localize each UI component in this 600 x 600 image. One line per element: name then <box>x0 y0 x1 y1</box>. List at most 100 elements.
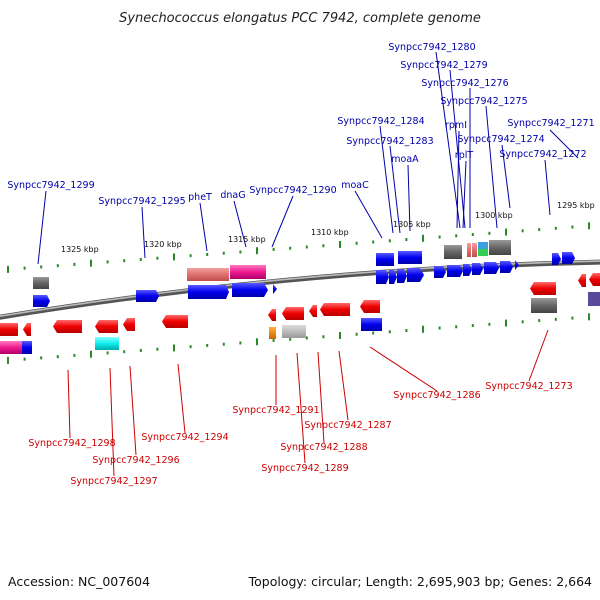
reverse-gene-arrow <box>268 309 276 321</box>
reverse-gene-arrow <box>53 320 82 333</box>
gene-block <box>376 253 394 266</box>
reverse-gene-arrow <box>320 303 350 316</box>
reverse-gene-arrow <box>360 300 380 313</box>
gene-block <box>478 249 488 256</box>
gene-label: Synpcc7942_1298 <box>28 438 115 449</box>
forward-gene-arrow <box>273 284 277 294</box>
reverse-gene-arrow <box>23 323 31 336</box>
gene-block <box>33 277 49 289</box>
tick-label: 1305 kbp <box>393 220 431 229</box>
label-leader-line <box>528 329 549 382</box>
label-leader-line <box>271 195 294 248</box>
gene-label: Synpcc7942_1294 <box>141 432 228 443</box>
gene-block <box>0 341 22 354</box>
forward-gene-arrow <box>552 253 561 265</box>
label-leader-line <box>544 159 551 216</box>
tick-label: 1325 kbp <box>61 245 99 254</box>
reverse-gene-arrow <box>123 318 135 331</box>
gene-block <box>478 242 488 249</box>
label-leader-line <box>456 130 460 229</box>
gene-block <box>398 251 422 264</box>
label-leader-line <box>485 105 498 229</box>
gene-label: Synpcc7942_1288 <box>280 442 367 453</box>
gene-label: Synpcc7942_1299 <box>7 180 94 191</box>
gene-label: Synpcc7942_1291 <box>232 405 319 416</box>
gene-label: rplT <box>455 150 474 161</box>
forward-gene-arrow <box>136 290 159 302</box>
label-leader-line <box>141 206 146 259</box>
gene-label: Synpcc7942_1297 <box>70 476 157 487</box>
forward-gene-arrow <box>389 270 397 284</box>
forward-gene-arrow <box>562 252 575 264</box>
gene-block <box>531 298 557 313</box>
gene-label: Synpcc7942_1280 <box>388 42 475 53</box>
gene-block <box>588 292 600 306</box>
label-leader-line <box>199 202 208 252</box>
gene-block <box>472 243 477 257</box>
chromosome-backbone-highlight <box>0 260 600 318</box>
gene-label: moaC <box>341 180 369 191</box>
forward-gene-arrow <box>33 295 50 307</box>
forward-gene-arrow <box>434 266 446 278</box>
tick-label: 1300 kbp <box>475 211 513 220</box>
label-leader-line <box>435 51 461 229</box>
gene-label: dnaG <box>220 190 245 201</box>
gene-label: Synpcc7942_1273 <box>485 381 572 392</box>
tick-label: 1310 kbp <box>311 228 349 237</box>
gene-block <box>95 337 119 350</box>
label-leader-line <box>449 69 466 229</box>
label-leader-line <box>462 160 467 229</box>
label-leader-line <box>549 129 579 159</box>
reverse-gene-arrow <box>282 307 304 320</box>
gene-label: rpmI <box>445 120 467 131</box>
reverse-gene-labels: Synpcc7942_1286 Synpcc7942_1273 Synpcc79… <box>28 381 572 487</box>
map-title: Synechococcus elongatus PCC 7942, comple… <box>119 11 481 26</box>
forward-gene-labels: Synpcc7942_1280 Synpcc7942_1279 Synpcc79… <box>7 42 594 207</box>
forward-gene-arrow <box>232 283 268 297</box>
accession-text: Accession: NC_007604 <box>8 574 150 589</box>
gene-block <box>22 341 32 354</box>
chromosome-backbone <box>0 259 600 320</box>
tick-label: 1295 kbp <box>557 201 595 210</box>
reverse-gene-arrow <box>95 320 118 333</box>
label-leader-line <box>67 369 71 439</box>
forward-gene-arrow <box>472 263 483 275</box>
reverse-gene-arrow <box>162 315 188 328</box>
gene-label: Synpcc7942_1272 <box>499 149 586 160</box>
tick-label: 1315 kbp <box>228 235 266 244</box>
forward-gene-arrow <box>188 285 229 299</box>
gene-label: Synpcc7942_1275 <box>440 96 527 107</box>
gene-label: Synpcc7942_1295 <box>98 196 185 207</box>
gene-label: Synpcc7942_1274 <box>457 134 544 145</box>
gene-label: Synpcc7942_1289 <box>261 463 348 474</box>
gene-label: Synpcc7942_1284 <box>337 116 424 127</box>
label-leader-line <box>177 363 186 434</box>
label-leader-line <box>407 164 411 232</box>
gene-label: Synpcc7942_1271 <box>507 118 594 129</box>
label-leader-line <box>379 125 394 234</box>
reverse-gene-arrow <box>530 282 556 295</box>
label-leader-line <box>317 351 325 444</box>
forward-gene-arrow <box>376 270 389 284</box>
forward-gene-arrow <box>447 265 463 277</box>
gene-label: Synpcc7942_1276 <box>421 78 508 89</box>
gene-label: pheT <box>188 192 212 203</box>
gene-label: Synpcc7942_1286 <box>393 390 480 401</box>
gene-label: Synpcc7942_1287 <box>304 420 391 431</box>
kbp-tick-marks <box>7 222 590 364</box>
gene-block <box>230 265 266 279</box>
gene-label: Synpcc7942_1279 <box>400 60 487 71</box>
label-leader-line <box>338 350 349 421</box>
gene-features <box>0 240 600 354</box>
label-leader-line <box>129 365 137 456</box>
reverse-gene-arrow <box>578 274 586 287</box>
gene-block <box>361 318 382 331</box>
label-leader-line <box>389 145 401 234</box>
gene-label: moaA <box>391 154 419 165</box>
gene-block <box>269 327 276 339</box>
label-leader-line <box>369 346 438 392</box>
gene-block <box>187 268 229 281</box>
genome-summary-text: Topology: circular; Length: 2,695,903 bp… <box>248 574 592 589</box>
